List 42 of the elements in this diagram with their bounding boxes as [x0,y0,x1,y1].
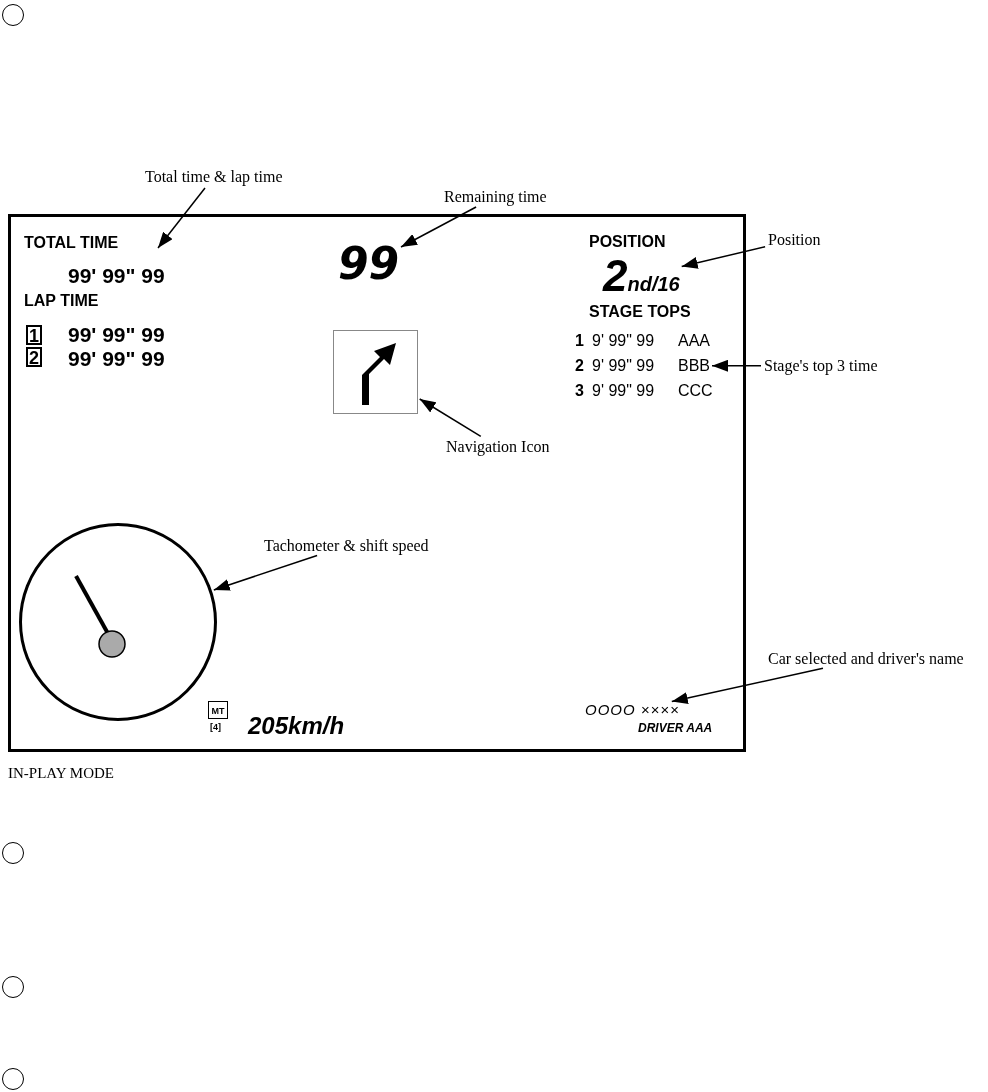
driver-initials: BBB [678,357,710,375]
callout-label: Remaining time [444,188,547,206]
callout-label: Stage's top 3 time [764,357,878,375]
driver-initials: CCC [678,382,713,400]
total-time-value: 99' 99" 99 [68,264,165,288]
leader-line [711,359,762,372]
mode-caption: IN-PLAY MODE [8,765,114,782]
leader-line [671,667,824,704]
transmission-indicator: MT [208,701,228,719]
car-name: OOOO ×××× [585,702,680,719]
rank-number: 1 [575,332,584,350]
lap-time-heading: LAP TIME [24,292,99,310]
total-time-heading: TOTAL TIME [24,234,119,252]
stage-time: 9' 99" 99 [592,382,655,400]
remaining-time-value: 99 [338,240,400,289]
lap-time-value: 99' 99" 99 [68,347,165,371]
leader-line [213,554,318,591]
stage-time: 9' 99" 99 [592,332,655,350]
stage-tops-heading: STAGE TOPS [589,303,691,321]
callout-label: Total time & lap time [145,168,283,186]
speed-readout: 205km/h [248,713,345,740]
rank-number: 2 [575,357,584,375]
position-heading: POSITION [589,233,666,251]
callout-label: Navigation Icon [446,438,550,456]
lap-number: 1 [26,325,42,345]
leader-line [157,187,206,249]
leader-line [418,398,482,438]
gear-number: [4] [210,723,221,733]
leader-line [680,245,766,269]
screen-frame [8,214,746,752]
stage-time: 9' 99" 99 [592,357,655,375]
driver-name: DRIVER AAA [638,722,713,736]
callout-label: Tachometer & shift speed [264,537,429,555]
position-value: 2nd/16 [603,252,680,301]
leader-line [400,206,477,248]
callout-label: Position [768,231,821,249]
navigation-icon-frame [333,330,418,414]
lap-number: 2 [26,347,42,367]
lap-time-value: 99' 99" 99 [68,323,165,347]
callout-label: Car selected and driver's name [768,650,964,668]
rank-number: 3 [575,382,584,400]
driver-initials: AAA [678,332,710,350]
